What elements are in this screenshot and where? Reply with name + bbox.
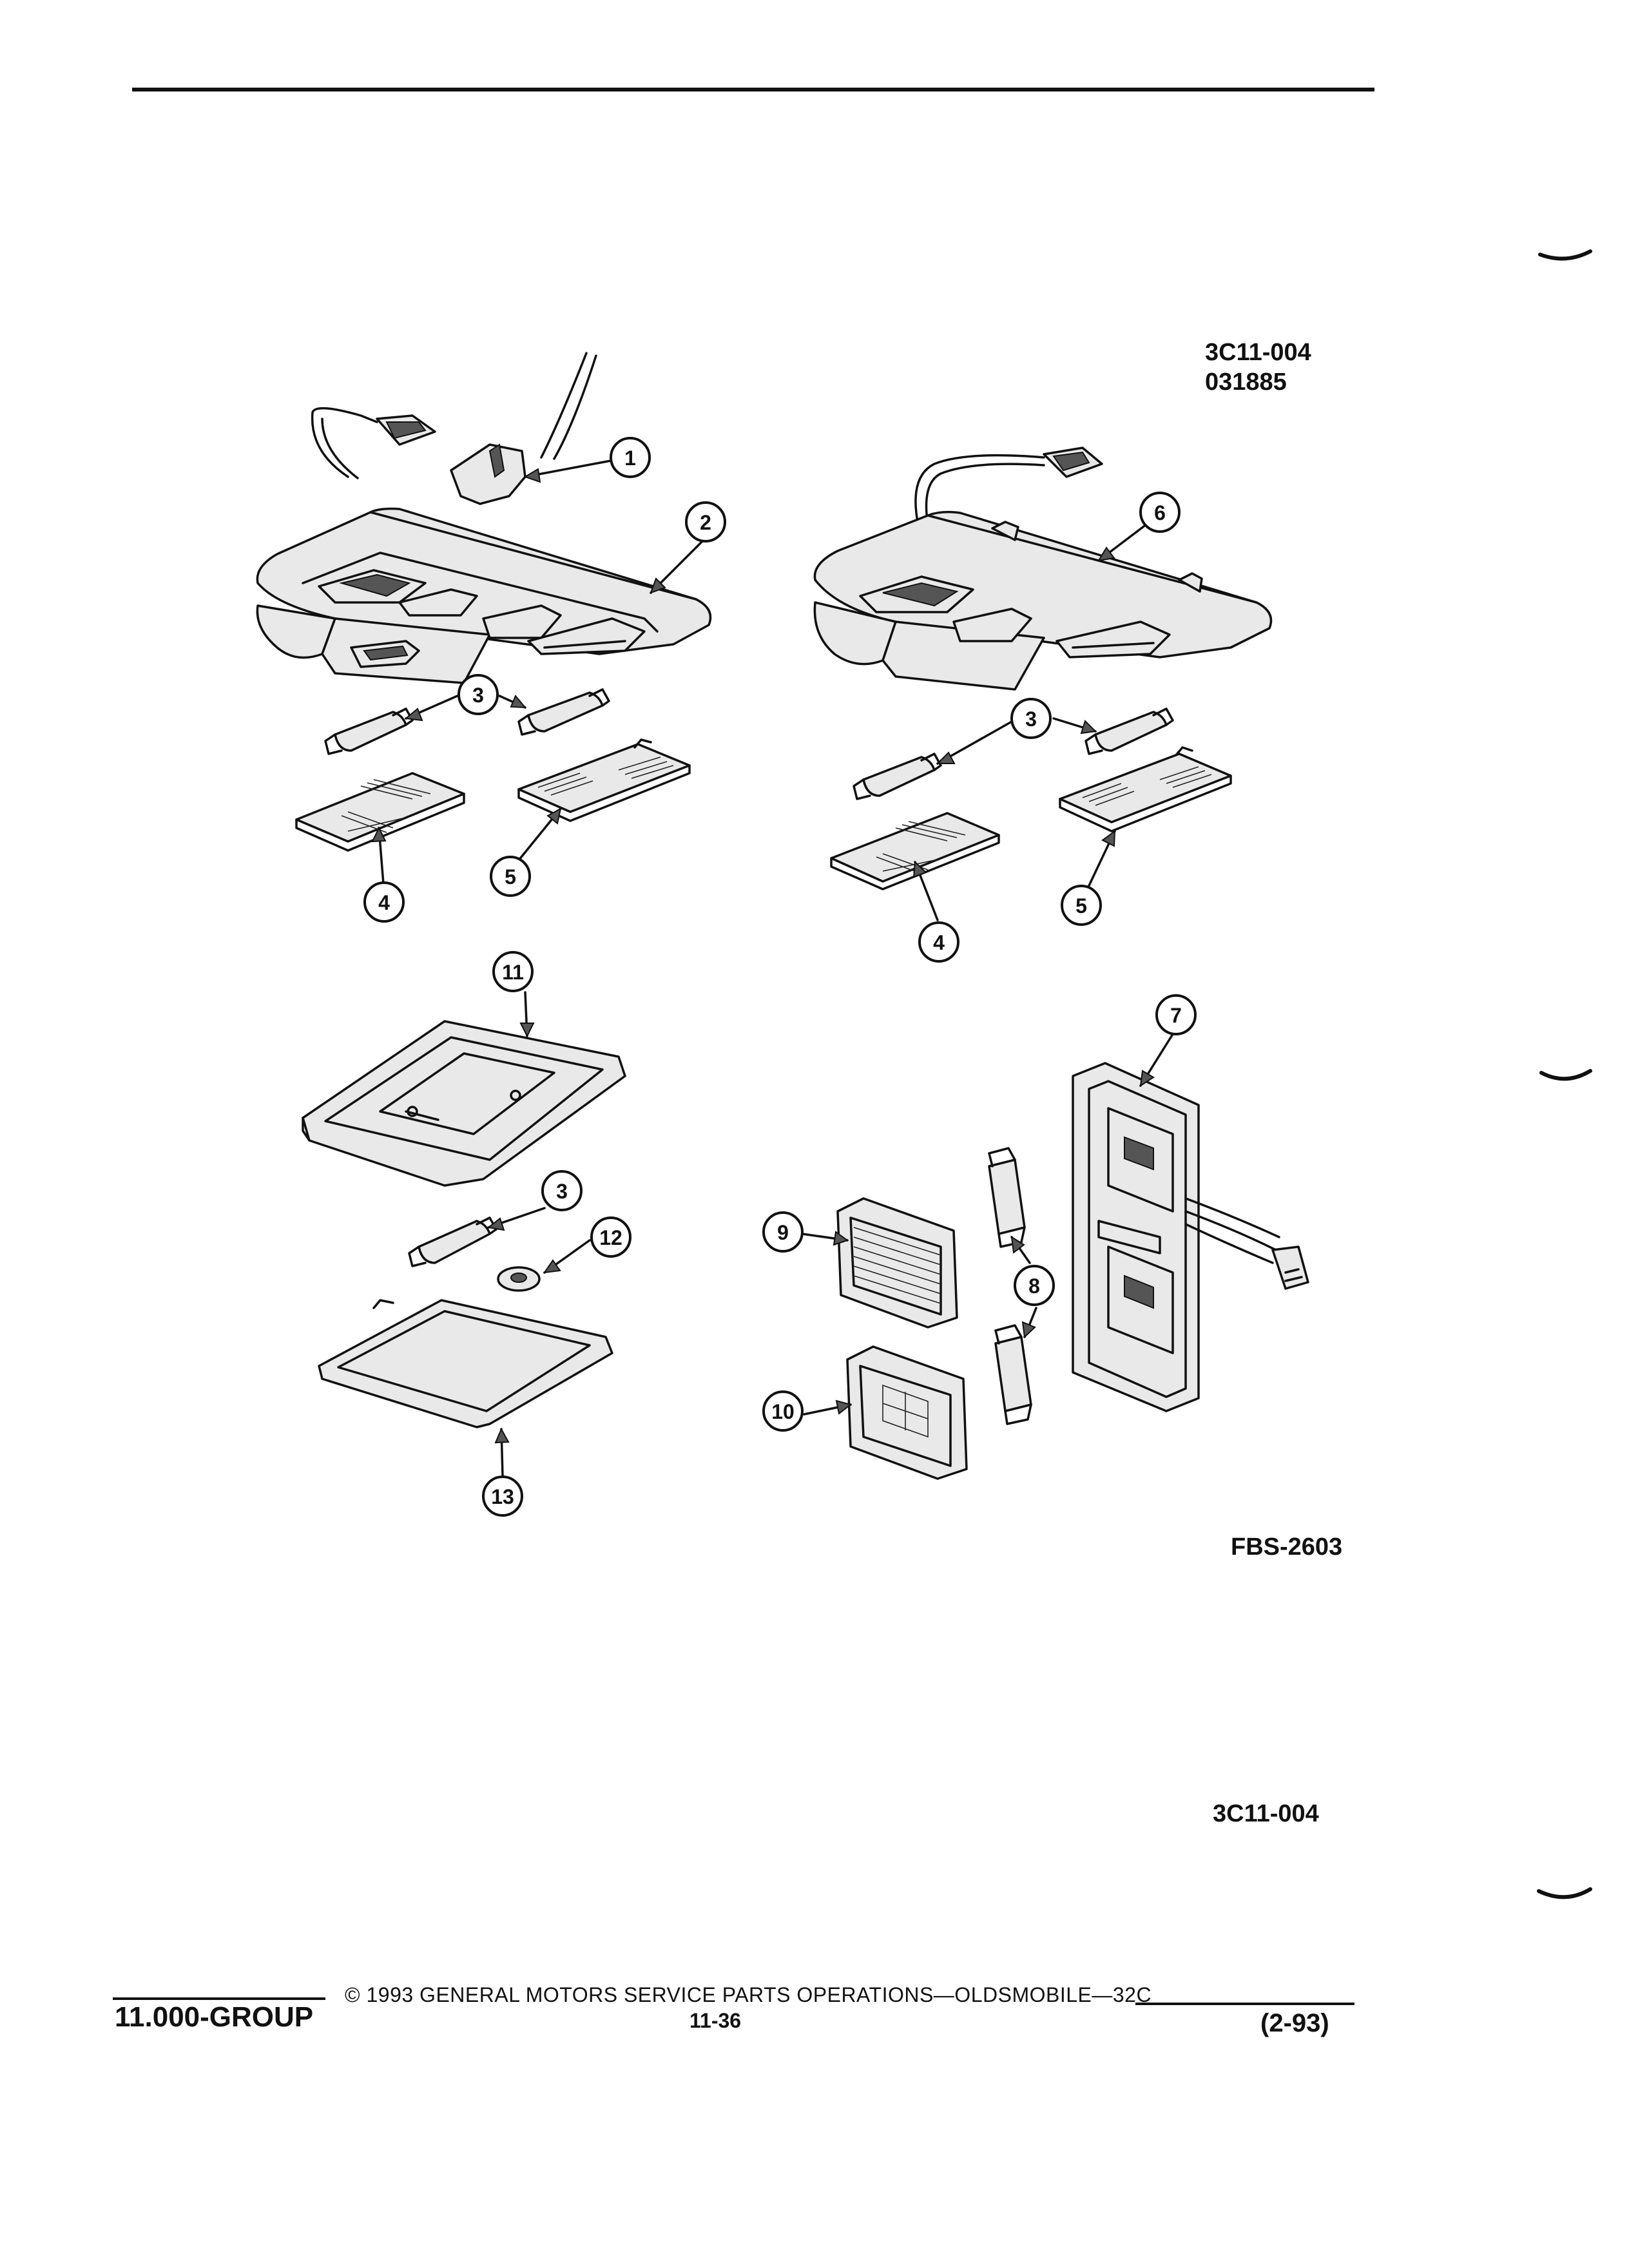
bulb-right-b bbox=[1084, 707, 1174, 755]
bulb-right-a bbox=[853, 753, 942, 800]
figure-code-bottom: 3C11-004 bbox=[1213, 1800, 1319, 1827]
callout-3: 3 bbox=[458, 674, 499, 715]
callout-5: 5 bbox=[490, 856, 531, 897]
lens-5-right bbox=[1059, 746, 1232, 832]
callout-12: 12 bbox=[590, 1216, 631, 1258]
svg-text:7: 7 bbox=[1170, 1004, 1182, 1027]
svg-text:1: 1 bbox=[624, 447, 636, 470]
svg-text:12: 12 bbox=[599, 1226, 622, 1249]
footer-copyright: © 1993 GENERAL MOTORS SERVICE PARTS OPER… bbox=[345, 1983, 1152, 2006]
lens-4-right bbox=[830, 812, 1000, 890]
callout-3: 3 bbox=[1010, 698, 1052, 739]
callout-4: 4 bbox=[918, 921, 959, 963]
margin-mark bbox=[1537, 1887, 1592, 1899]
svg-text:11: 11 bbox=[502, 961, 524, 984]
illustration-code: FBS-2603 bbox=[1231, 1533, 1343, 1561]
dome-clip bbox=[497, 1266, 541, 1292]
dome-lens bbox=[318, 1299, 613, 1428]
callout-10: 10 bbox=[762, 1390, 804, 1432]
callout-11: 11 bbox=[492, 951, 534, 992]
console-assembly-left bbox=[256, 352, 712, 684]
reading-bulb-upper bbox=[988, 1147, 1026, 1248]
callout-3: 3 bbox=[541, 1170, 583, 1211]
reading-lens-prism bbox=[846, 1345, 968, 1480]
callout-9: 9 bbox=[762, 1211, 804, 1253]
callout-5: 5 bbox=[1061, 885, 1102, 926]
footer-rule-left bbox=[113, 1997, 325, 2000]
footer-rule-right bbox=[1135, 2003, 1354, 2005]
page-number: 11-36 bbox=[689, 2009, 742, 2032]
callout-13: 13 bbox=[482, 1475, 523, 1517]
svg-text:8: 8 bbox=[1028, 1274, 1040, 1298]
svg-text:9: 9 bbox=[777, 1221, 789, 1244]
svg-text:4: 4 bbox=[378, 891, 390, 914]
top-rule bbox=[132, 88, 1374, 91]
svg-text:4: 4 bbox=[933, 931, 945, 954]
svg-text:10: 10 bbox=[771, 1400, 795, 1423]
svg-text:3: 3 bbox=[1025, 707, 1037, 731]
svg-text:6: 6 bbox=[1154, 501, 1166, 524]
footer-group: 11.000-GROUP bbox=[115, 2001, 314, 2033]
svg-text:3: 3 bbox=[556, 1180, 568, 1203]
callout-8: 8 bbox=[1014, 1265, 1055, 1306]
footer-date: (2-93) bbox=[1260, 2009, 1329, 2037]
dome-lamp-housing bbox=[302, 1020, 626, 1187]
reading-lamp-housing bbox=[1072, 1062, 1309, 1412]
svg-text:3: 3 bbox=[472, 684, 484, 707]
callout-2: 2 bbox=[685, 501, 726, 543]
svg-text:13: 13 bbox=[491, 1485, 514, 1508]
callout-7: 7 bbox=[1155, 994, 1197, 1035]
callout-6: 6 bbox=[1139, 492, 1181, 533]
reading-lens-clear bbox=[836, 1197, 958, 1329]
figure-code: 3C11-004 bbox=[1205, 339, 1311, 366]
console-assembly-right bbox=[813, 447, 1273, 691]
bulb-left-b bbox=[517, 688, 610, 736]
bulb-left-a bbox=[324, 707, 414, 755]
figure-code-sub: 031885 bbox=[1205, 369, 1287, 396]
lens-5-left bbox=[517, 738, 691, 822]
dome-bulb bbox=[408, 1216, 497, 1267]
margin-mark bbox=[1538, 249, 1592, 261]
callout-1: 1 bbox=[610, 437, 651, 478]
svg-text:2: 2 bbox=[700, 511, 711, 534]
svg-text:5: 5 bbox=[505, 865, 516, 889]
leader-lines bbox=[371, 459, 1174, 1477]
svg-text:5: 5 bbox=[1075, 894, 1087, 918]
lens-4-left bbox=[295, 772, 465, 852]
reading-bulb-lower bbox=[994, 1324, 1032, 1425]
margin-mark bbox=[1539, 1069, 1592, 1081]
callout-4: 4 bbox=[363, 881, 405, 923]
